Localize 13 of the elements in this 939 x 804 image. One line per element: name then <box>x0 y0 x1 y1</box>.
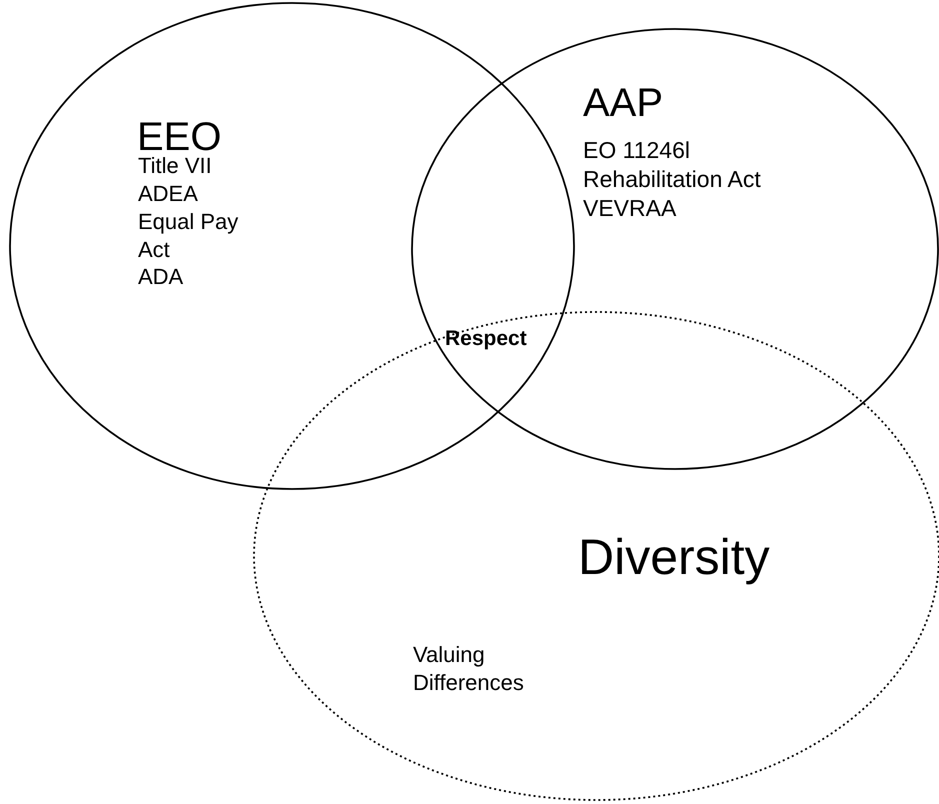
list-item: Valuing Differences <box>413 641 525 696</box>
list-item: ADEA <box>138 180 199 208</box>
list-item: Rehabilitation Act <box>583 165 762 194</box>
list-item: EO 11246l <box>583 136 691 165</box>
overlap-label: Respect <box>445 326 527 352</box>
list-item: VEVRAA <box>583 194 678 223</box>
venn-circle <box>411 28 939 470</box>
circle-heading: Diversity <box>578 528 770 587</box>
circle-heading: AAP <box>583 80 664 127</box>
list-item: ADA <box>138 263 184 290</box>
list-item: Title VII <box>138 152 213 180</box>
list-item: Equal Pay Act <box>138 208 240 263</box>
venn-circle <box>9 2 575 490</box>
